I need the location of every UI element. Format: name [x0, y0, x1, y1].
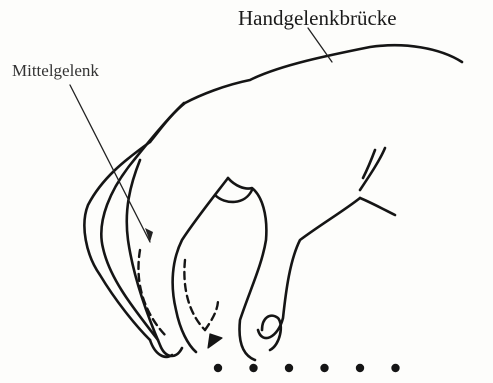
key-dot [356, 364, 364, 372]
little-finger-outline [84, 142, 150, 340]
palm-contour [360, 148, 395, 215]
thumb-nail [262, 316, 281, 350]
key-dot [285, 364, 293, 372]
index-knuckle [215, 190, 252, 202]
key-dot [249, 364, 257, 372]
key-dots [214, 364, 400, 372]
inner-finger-outline [101, 103, 184, 340]
ring-finger-outline [127, 160, 182, 356]
key-dot [391, 364, 399, 372]
label-middle-joint: Mittelgelenk [12, 61, 99, 81]
key-dot [214, 364, 222, 372]
index-finger-outline [228, 178, 266, 360]
key-dot [320, 364, 328, 372]
finger-motion-arrow [205, 300, 218, 330]
middle-finger-outline [173, 178, 228, 352]
arrow-head [208, 334, 222, 348]
hand-back-outline [150, 45, 462, 142]
label-wrist-bridge: Handgelenkbrücke [238, 6, 397, 31]
